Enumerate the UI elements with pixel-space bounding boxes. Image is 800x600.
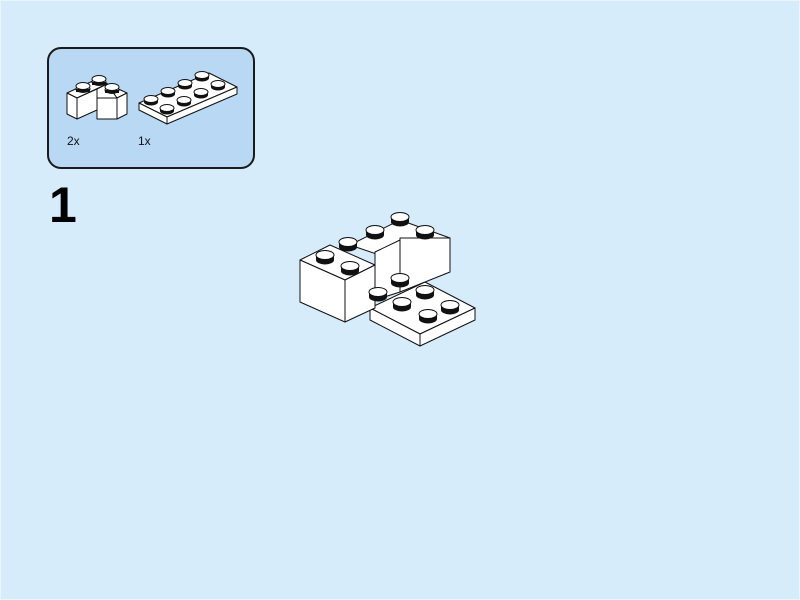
part-corner-brick: [65, 71, 133, 131]
part-plate: [137, 69, 241, 127]
quantity-label-corner-brick: 2x: [67, 134, 80, 148]
corner-brick-icon: [66, 75, 128, 120]
step-number: 1: [49, 177, 77, 233]
plate-2x4-icon: [138, 71, 238, 125]
assembled-model: [290, 200, 490, 360]
assembled-model-illustration: [299, 212, 476, 347]
parts-callout-box: 2x 1x: [47, 47, 255, 169]
quantity-label-plate: 1x: [138, 134, 151, 148]
